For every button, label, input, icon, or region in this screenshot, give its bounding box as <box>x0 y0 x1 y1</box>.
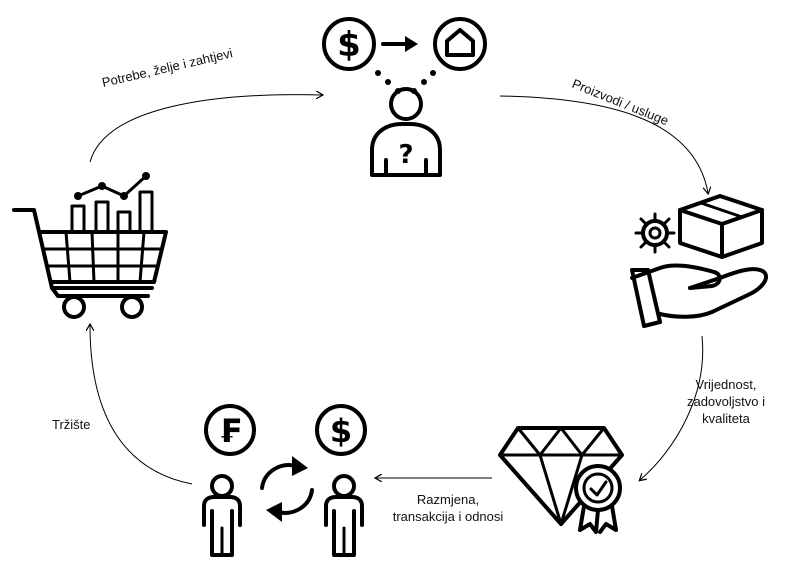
label-value-line-1: Vrijednost, <box>695 377 757 392</box>
exchange-icon-group: ₣ $ <box>202 404 367 557</box>
svg-text:₣: ₣ <box>219 412 241 450</box>
bar-chart-icon <box>70 172 154 234</box>
dollar-coin-icon: $ <box>322 17 376 71</box>
hand-icon <box>630 263 769 328</box>
label-value-line-2: zadovoljstvo i <box>686 394 766 409</box>
label-exchange-line-2: transakcija i odnosi <box>392 509 504 524</box>
quality-badge-icon <box>574 464 622 534</box>
arc-market <box>90 325 193 485</box>
thinking-person-icon: ? <box>370 87 442 177</box>
shopping-cart-icon <box>12 208 168 319</box>
arc-products <box>499 95 708 193</box>
dollar-coin-icon: $ <box>315 404 367 456</box>
top-icon-group: $ ? <box>322 17 487 177</box>
market-icon-group <box>12 172 168 319</box>
svg-text:?: ? <box>398 140 413 170</box>
label-value: Vrijednost, zadovoljstvo i kvaliteta <box>676 376 776 427</box>
box-icon <box>678 194 764 259</box>
svg-text:$: $ <box>337 25 361 65</box>
value-icon-group <box>498 426 624 534</box>
franc-coin-icon: ₣ <box>204 404 256 456</box>
arc-value <box>640 335 704 480</box>
house-coin-icon <box>433 17 487 71</box>
svg-text:$: $ <box>330 412 352 450</box>
gear-icon <box>634 212 676 254</box>
arrow-right-icon <box>381 36 418 52</box>
exchange-arrows-icon <box>260 456 314 522</box>
person-icon <box>202 474 242 557</box>
label-exchange-line-1: Razmjena, <box>416 492 480 507</box>
products-icon-group <box>630 194 769 328</box>
label-exchange: Razmjena, transakcija i odnosi <box>380 491 516 525</box>
diamond-icon <box>498 426 624 526</box>
label-market: Tržište <box>52 417 91 432</box>
person-icon <box>324 474 364 557</box>
label-value-line-3: kvaliteta <box>702 411 750 426</box>
arc-needs <box>89 95 322 163</box>
